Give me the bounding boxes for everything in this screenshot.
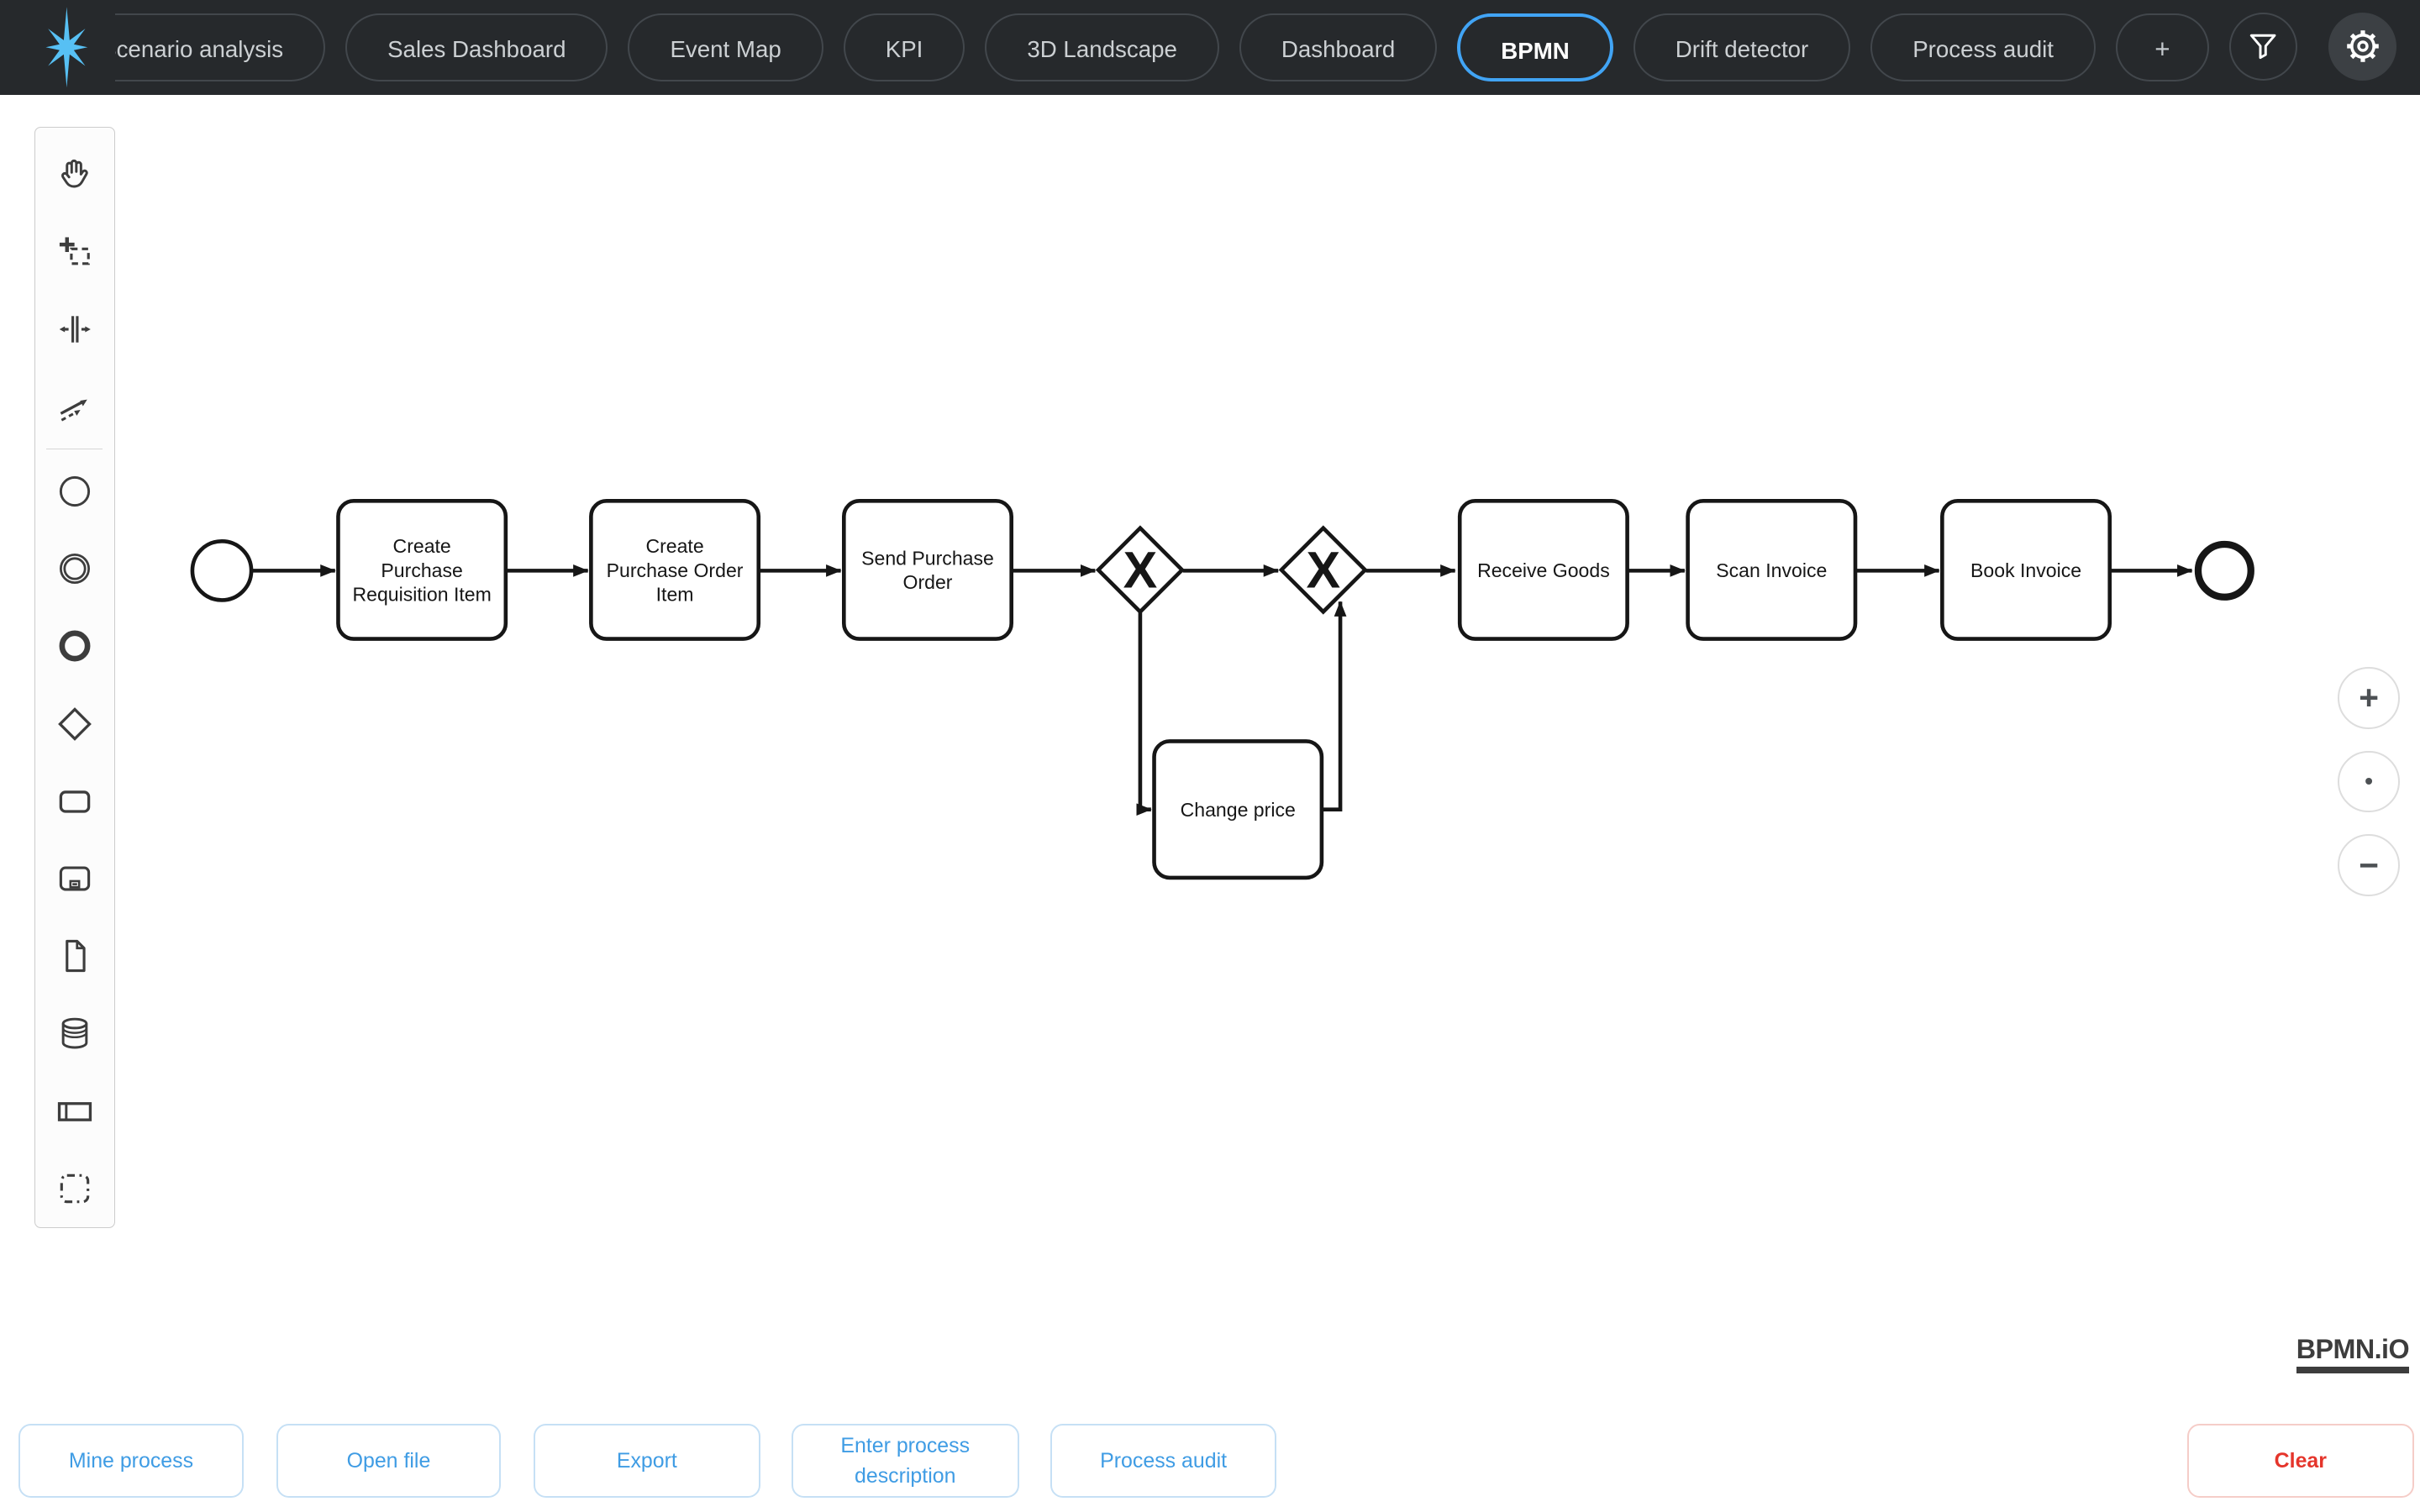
end-event-icon — [59, 630, 91, 662]
tab-sales-dashboard[interactable]: Sales Dashboard — [345, 13, 608, 81]
app-logo-area — [0, 0, 115, 95]
create-group[interactable] — [39, 1150, 110, 1227]
task-icon — [59, 790, 90, 813]
gateway-icon — [57, 706, 92, 741]
group-icon — [60, 1173, 89, 1204]
spark-logo-icon — [45, 7, 88, 88]
exclusive-gateway-gw1[interactable]: X — [1095, 525, 1186, 615]
sequence-flow-gw1-to-cp[interactable] — [1136, 612, 1152, 816]
exclusive-gateway-gw2[interactable]: X — [1278, 525, 1368, 615]
tab-process-audit[interactable]: Process audit — [1870, 13, 2096, 81]
space-tool-icon — [59, 316, 91, 343]
global-connect-tool-icon — [60, 400, 87, 422]
tab-kpi[interactable]: KPI — [843, 13, 965, 81]
create-subprocess[interactable] — [39, 840, 110, 917]
add-tab-button[interactable]: + — [2115, 13, 2209, 81]
tab-3d-landscape[interactable]: 3D Landscape — [985, 13, 1219, 81]
tab-scenario-analysis[interactable]: Scenario analysis — [59, 13, 326, 81]
start-event-icon — [59, 475, 90, 507]
settings-button[interactable] — [2328, 12, 2397, 81]
tab-event-map[interactable]: Event Map — [628, 13, 823, 81]
lasso-tool[interactable] — [39, 213, 110, 291]
subprocess-icon — [59, 866, 90, 891]
export-button[interactable]: Export — [534, 1423, 760, 1499]
task-label: Receive Goods — [1477, 559, 1610, 581]
task-label: Book Invoice — [1970, 559, 2081, 581]
task-cp[interactable]: Change price — [1152, 739, 1324, 880]
global-connect-tool[interactable] — [39, 368, 110, 445]
task-t6[interactable]: Book Invoice — [1940, 498, 2112, 641]
hand-tool-icon — [60, 159, 88, 188]
data-object-icon — [65, 940, 86, 973]
data-store-icon — [61, 1018, 87, 1049]
gateway-marker: X — [1306, 542, 1340, 599]
task-t5[interactable]: Scan Invoice — [1686, 498, 1858, 641]
zoom-reset-button[interactable]: • — [2338, 750, 2400, 813]
create-intermediate-event[interactable] — [39, 530, 110, 607]
start-event-start[interactable] — [190, 538, 254, 602]
end-event-end[interactable] — [2194, 540, 2254, 601]
process-audit-button[interactable]: Process audit — [1050, 1423, 1277, 1499]
zoom-out-button[interactable]: − — [2338, 834, 2400, 897]
mine-process-button[interactable]: Mine process — [18, 1423, 244, 1499]
workspace-tabs: Scenario analysis Sales Dashboard Event … — [59, 0, 2209, 95]
gear-icon — [2346, 30, 2379, 63]
create-data-object[interactable] — [39, 917, 110, 995]
funnel-icon — [2250, 34, 2276, 60]
tab-drift-detector[interactable]: Drift detector — [1633, 13, 1851, 81]
participant-icon — [57, 1101, 92, 1121]
zoom-in-button[interactable]: + — [2338, 666, 2400, 729]
create-data-store[interactable] — [39, 995, 110, 1072]
tab-dashboard[interactable]: Dashboard — [1239, 13, 1438, 81]
gateway-marker: X — [1123, 542, 1158, 599]
create-gateway[interactable] — [39, 685, 110, 763]
create-participant[interactable] — [39, 1073, 110, 1150]
lasso-tool-icon — [59, 237, 90, 265]
create-start-event[interactable] — [39, 453, 110, 530]
task-label: Change price — [1181, 799, 1296, 821]
task-label: Scan Invoice — [1716, 559, 1827, 581]
intermediate-event-icon — [59, 554, 90, 585]
bpmn-io-watermark: BPMN.iO — [2296, 1334, 2410, 1373]
enter-process-description-button[interactable]: Enter process description — [791, 1423, 1019, 1499]
sequence-flow-cp-to-gw2[interactable] — [1322, 601, 1347, 811]
create-end-event[interactable] — [39, 607, 110, 685]
create-task[interactable] — [39, 763, 110, 840]
bpmn-palette — [34, 127, 115, 1229]
task-t4[interactable]: Receive Goods — [1457, 498, 1629, 641]
open-file-button[interactable]: Open file — [276, 1423, 502, 1499]
space-tool[interactable] — [39, 291, 110, 368]
top-navigation-bar: Scenario analysis Sales Dashboard Event … — [0, 0, 2420, 95]
tab-bpmn[interactable]: BPMN — [1457, 13, 1613, 81]
filter-button[interactable] — [2228, 12, 2298, 81]
clear-button[interactable]: Clear — [2187, 1423, 2414, 1499]
hand-tool[interactable] — [39, 136, 110, 213]
